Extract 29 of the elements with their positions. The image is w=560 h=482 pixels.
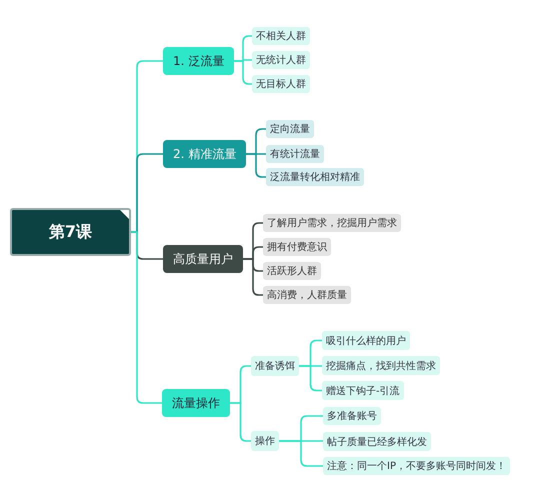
subtopic-box: 不相关人群 <box>252 27 310 45</box>
subtopic-box: 活跃形人群 <box>263 262 321 280</box>
subtopic-box: 无统计人群 <box>252 51 310 69</box>
subtopic-box: 操作 <box>251 431 279 451</box>
branch-box: 流量操作 <box>162 389 230 417</box>
subtopic-box: 定向流量 <box>266 120 314 138</box>
subtopic-box: 无目标人群 <box>252 75 310 93</box>
subtopic-box: 泛流量转化相对精准 <box>266 168 364 186</box>
subtopic-box: 帖子质量已经多样化发 <box>323 432 431 451</box>
subtopic-box: 高消费，人群质量 <box>263 286 351 304</box>
subtopic-box: 挖掘痛点，找到共性需求 <box>322 356 440 375</box>
subtopic-box: 赠送下钩子-引流 <box>322 381 404 400</box>
branch-box: 1. 泛流量 <box>163 47 234 75</box>
connector-line <box>230 402 251 442</box>
connector-line <box>243 258 263 296</box>
subtopic-box: 多准备账号 <box>323 407 381 425</box>
connector-line <box>279 440 323 467</box>
connector-line <box>234 60 252 85</box>
subtopic-box: 了解用户需求，挖掘用户需求 <box>263 214 401 232</box>
subtopic-box: 准备诱饵 <box>251 356 299 376</box>
branch-box: 2. 精准流量 <box>163 140 246 168</box>
subtopic-box: 有统计流量 <box>266 145 324 163</box>
topic-box: 第7课 <box>10 208 131 256</box>
connector-line <box>246 153 266 178</box>
branch-box: 高质量用户 <box>163 245 243 273</box>
connector-line <box>131 231 162 404</box>
subtopic-box: 注意：同一个IP，不要多账号同时间发！ <box>323 457 510 475</box>
subtopic-box: 拥有付费意识 <box>263 238 331 256</box>
subtopic-box: 吸引什么样的用户 <box>322 331 410 350</box>
